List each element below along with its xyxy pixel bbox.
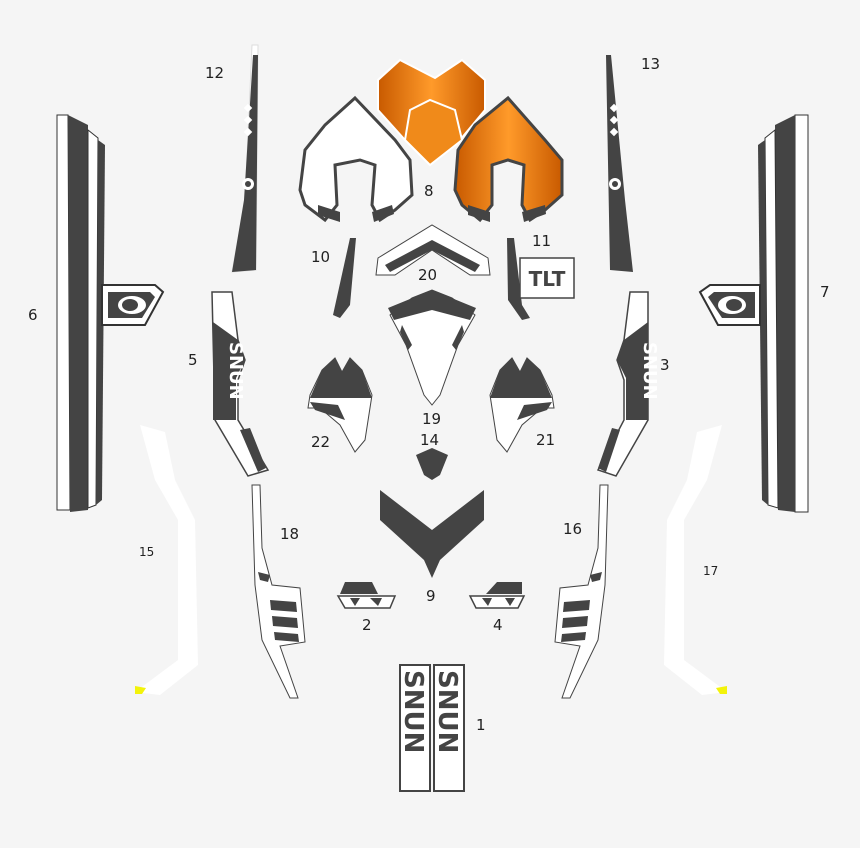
- label-part-8: 8: [424, 182, 434, 200]
- label-part-17: 17: [703, 564, 719, 578]
- part-19-shape: [388, 289, 476, 406]
- label-part-18: 18: [280, 525, 300, 543]
- label-part-10: 10: [311, 248, 331, 266]
- svg-text:TLT: TLT: [529, 267, 566, 291]
- part-9-shape: [380, 490, 484, 578]
- label-part-5: 5: [188, 351, 198, 369]
- label-part-19: 19: [422, 410, 442, 428]
- part-8-front-cowl-orange: [377, 58, 486, 167]
- part-4-shape: [468, 582, 526, 609]
- part-6-left-side-panel: [56, 114, 165, 512]
- part-14-shape: [416, 448, 448, 480]
- label-part-15: 15: [139, 545, 155, 559]
- part-8-front-cowl-outline: [298, 95, 414, 223]
- part-22-shape: [307, 357, 373, 453]
- label-part-1: 1: [476, 716, 486, 734]
- label-part-2: 2: [362, 616, 372, 634]
- label-part-21: 21: [536, 431, 556, 449]
- part-1-shape: SNUN SNUN: [398, 664, 465, 792]
- brand-text-2: SNUN: [432, 670, 462, 753]
- part-11-shape: TLT: [507, 238, 575, 320]
- part-7-right-side-panel: [698, 114, 809, 513]
- part-15-shape: [135, 425, 198, 695]
- label-part-9: 9: [426, 587, 436, 605]
- part-21-shape: [489, 357, 555, 453]
- part-8-orange-cowl-variant: [453, 95, 564, 223]
- label-part-14: 14: [420, 431, 440, 449]
- part-3-shape: SNUN: [596, 291, 660, 477]
- label-part-20: 20: [418, 266, 438, 284]
- label-part-7: 7: [820, 283, 830, 301]
- label-part-11: 11: [532, 232, 552, 250]
- part-2-shape: [336, 582, 397, 609]
- label-part-6: 6: [28, 306, 38, 324]
- svg-text:SNUN: SNUN: [225, 342, 246, 400]
- label-part-13: 13: [641, 55, 661, 73]
- part-5-shape: SNUN: [211, 291, 270, 477]
- label-part-22: 22: [311, 433, 331, 451]
- part-20-shape: [375, 224, 491, 276]
- label-part-3: 3: [660, 356, 670, 374]
- part-13-right-strip: [606, 55, 633, 272]
- part-10-shape: [333, 238, 356, 318]
- part-18-shape: [251, 484, 306, 699]
- brand-text-1: SNUN: [398, 670, 428, 753]
- part-16-shape: [554, 484, 609, 699]
- label-part-16: 16: [563, 520, 583, 538]
- part-12-left-strip: [231, 44, 259, 273]
- label-part-12: 12: [205, 64, 225, 82]
- label-part-4: 4: [493, 616, 503, 634]
- part-17-shape: [664, 425, 727, 695]
- svg-text:SNUN: SNUN: [639, 342, 660, 400]
